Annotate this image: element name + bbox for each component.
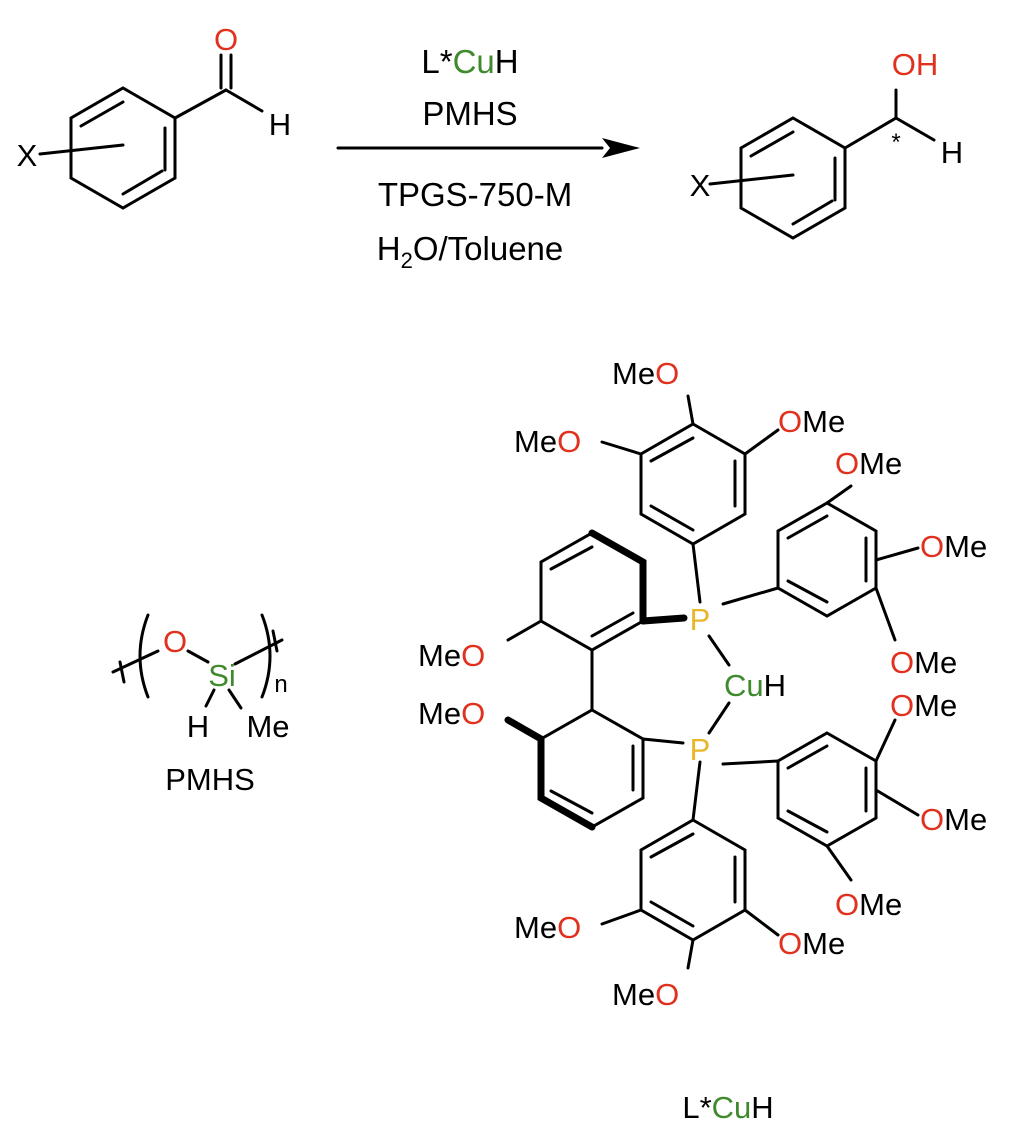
carbinol-h-bond [894, 116, 936, 142]
reactant-ring-double-bond [79, 100, 125, 128]
product-alcohol: OH * H X [690, 47, 963, 240]
product-ring-double-bond [791, 199, 834, 226]
pmhs-methyl: Me [246, 709, 289, 744]
pmhs-oxygen: O [163, 624, 187, 659]
stereocenter-asterisk: * [891, 129, 900, 156]
carbonyl-oxygen: O [214, 22, 238, 57]
reactant-benzaldehyde: O H X [17, 22, 291, 210]
methoxy-group: OMe [890, 645, 957, 680]
product-substituent: X [690, 168, 711, 203]
pmhs-repeat-n: n [274, 671, 287, 698]
cu-p-bond [707, 701, 731, 735]
methoxy-group: MeO [612, 977, 679, 1012]
pmhs-hydrogen: H [187, 709, 209, 744]
methoxy-group: OMe [890, 688, 957, 723]
pmhs-bracket-tick [271, 629, 279, 653]
product-hydroxyl: OH [892, 47, 939, 82]
pmhs-si-h-bond [204, 688, 216, 708]
reactant-ring-double-bond [121, 169, 164, 196]
biaryl-lower-ring [504, 708, 645, 831]
pmhs-silicon: Si [208, 658, 236, 693]
phosphorus-lower: P [690, 732, 711, 767]
methoxy-group: OMe [778, 926, 845, 961]
methoxy-group: OMe [835, 887, 902, 922]
aldehyde-hydrogen: H [269, 107, 291, 142]
catalyst-caption: L*CuH [682, 1090, 773, 1125]
lower-p-bond [641, 737, 685, 745]
pmhs-bracket-tick [118, 660, 126, 684]
upper-p-bond [639, 614, 688, 625]
solvent-label: H2O/Toluene [377, 230, 564, 273]
biaryl-upper-ring [506, 529, 647, 652]
substituent-bond [38, 143, 125, 156]
pmhs-caption: PMHS [165, 762, 255, 797]
pmhs-right-paren [260, 613, 272, 699]
pmhs-left-paren [138, 613, 150, 699]
reductant-label: PMHS [422, 95, 517, 132]
aldehyde-h-bond [224, 88, 264, 113]
methoxy-group: OMe [835, 446, 902, 481]
catalyst-structure: P P CuH MeO MeO OMe OMe OMe OMe OMe OMe … [418, 356, 987, 1125]
methoxy-group: OMe [920, 529, 987, 564]
methoxy-group: MeO [514, 910, 581, 945]
methoxy-labels: MeO MeO OMe OMe OMe OMe OMe OMe OMe OMe … [418, 356, 987, 1012]
phosphorus-upper: P [690, 602, 711, 637]
product-ring-double-bond [749, 130, 795, 158]
conditions-below: TPGS-750-M H2O/Toluene [377, 176, 572, 273]
reactant-substituent: X [17, 138, 38, 173]
aryl-ring-lower-right [721, 718, 920, 882]
methoxy-group: MeO [418, 696, 485, 731]
aldehyde-c-bond [173, 88, 228, 120]
pmhs-si-me-bond [227, 688, 243, 710]
reaction-arrow [336, 138, 640, 158]
conditions-above: L*CuH PMHS [421, 43, 518, 132]
carbinol-bond [843, 116, 898, 150]
methoxy-group: OMe [920, 802, 987, 837]
aryl-ring-top-left [600, 394, 780, 604]
methoxy-group: MeO [612, 356, 679, 391]
arrow-head [602, 138, 640, 158]
methoxy-group: OMe [778, 404, 845, 439]
product-substituent-bond [708, 173, 795, 186]
methoxy-group: MeO [418, 638, 485, 673]
p-cu-bond [707, 634, 731, 667]
aryl-ring-bottom [600, 760, 780, 970]
pmhs-structure: O Si n H Me PMHS [111, 613, 290, 797]
catalyst-label: L*CuH [421, 43, 518, 80]
aryl-ring-upper-right [721, 484, 920, 642]
pmhs-o-si-bond [186, 649, 210, 664]
methoxy-group: MeO [514, 424, 581, 459]
copper-hydride: CuH [724, 668, 786, 703]
product-hydrogen: H [941, 135, 963, 170]
surfactant-label: TPGS-750-M [378, 176, 572, 213]
